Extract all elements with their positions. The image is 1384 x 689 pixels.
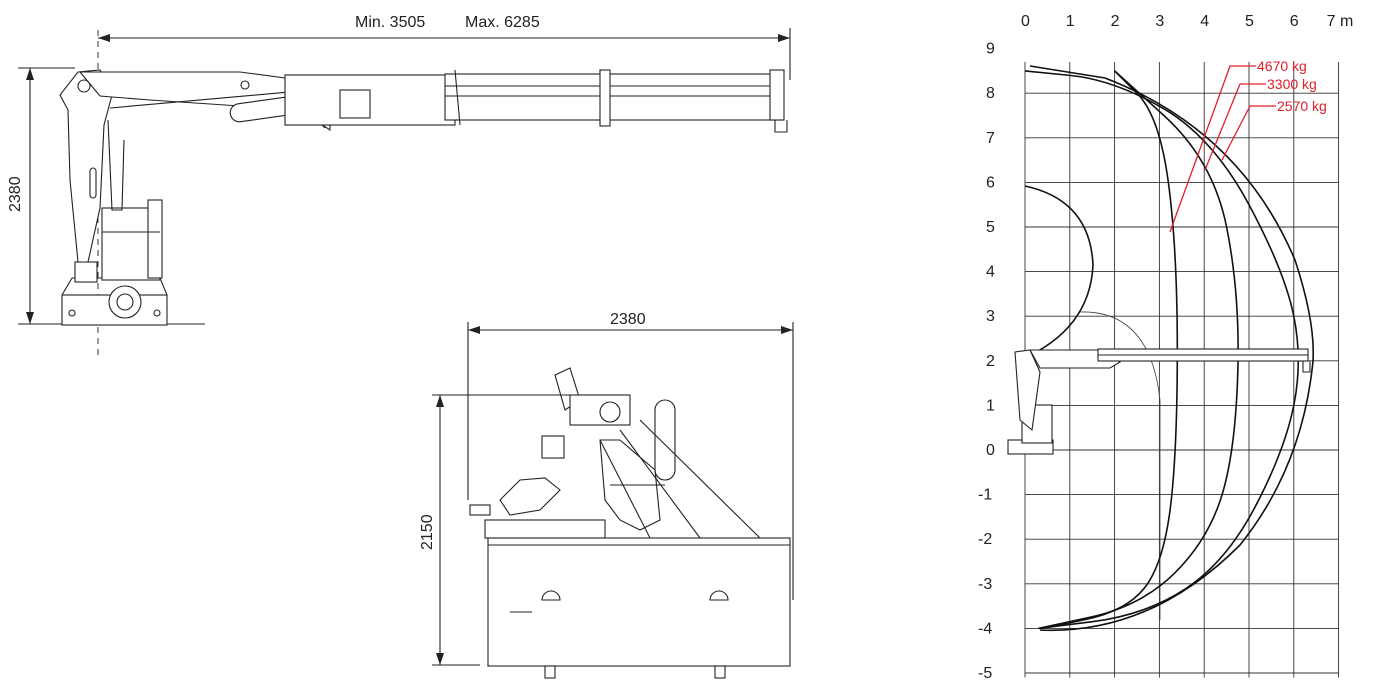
y-tick-label: 4 [986, 264, 995, 281]
x-tick-label: 5 [1245, 13, 1254, 30]
load-curve-line [1038, 70, 1239, 630]
load-labels: 4670 kg 3300 kg 2570 kg [1169, 58, 1327, 233]
rear-view: 2380 2150 [419, 311, 794, 679]
max-label: Max. 6285 [465, 14, 540, 31]
y-tick-label: 0 [986, 442, 995, 459]
chart-grid [1024, 61, 1340, 678]
arrow-right [778, 34, 790, 42]
load-leader-line [1169, 65, 1231, 233]
outer-envelope [1029, 65, 1315, 632]
arrow-left [468, 326, 480, 334]
arrow-bottom [26, 312, 34, 324]
y-tick-label: 2 [986, 353, 995, 370]
arrow-left [98, 34, 110, 42]
inner-sweep-arc [1019, 185, 1094, 361]
y-tick-label: -2 [978, 531, 992, 548]
x-tick-label: 3 [1155, 13, 1164, 30]
y-tick-label: 5 [986, 219, 995, 236]
x-tick-label: 2 [1111, 13, 1120, 30]
chart-crane-drawing [1007, 348, 1311, 455]
x-tick-label: 1 [1066, 13, 1075, 30]
height-label: 2380 [7, 176, 24, 212]
y-tick-label: -3 [978, 576, 992, 593]
x-tick-label: 4 [1200, 13, 1209, 30]
side-view: Min. 3505 Max. 6285 2380 [7, 14, 791, 355]
x-tick-label: 7 m [1327, 13, 1354, 30]
arrow-top [26, 68, 34, 80]
y-axis-ticks: 9 8 7 6 5 4 3 2 1 0 -1 -2 -3 -4 -5 [978, 41, 995, 682]
load-label: 3300 kg [1267, 76, 1317, 92]
y-tick-label: 1 [986, 397, 995, 414]
x-axis-ticks: 0 1 2 3 4 5 6 7 m [1021, 13, 1353, 30]
y-tick-label: -1 [978, 487, 992, 504]
crane-column-drawing [59, 69, 125, 263]
arrow-bottom [436, 653, 444, 665]
y-tick-label: 9 [986, 41, 995, 58]
min-label: Min. 3505 [355, 14, 425, 31]
crane-base-drawing [61, 199, 168, 326]
y-tick-label: -5 [978, 665, 992, 682]
load-curve-line [1024, 70, 1300, 630]
width-label: 2380 [610, 311, 646, 328]
x-tick-label: 6 [1290, 13, 1299, 30]
load-leader-line [1204, 83, 1241, 171]
crane-boom-drawing [78, 69, 788, 133]
y-tick-label: 8 [986, 85, 995, 102]
y-tick-label: 7 [986, 130, 995, 147]
arrow-right [781, 326, 793, 334]
y-tick-label: 6 [986, 174, 995, 191]
secondary-arc [1079, 311, 1161, 620]
reach-chart: 0 1 2 3 4 5 6 7 m 9 8 7 6 5 4 3 2 1 0 -1 -2 -3 -4 -5 4670 kg 3… [978, 13, 1353, 682]
height-label: 2150 [419, 514, 436, 550]
x-tick-label: 0 [1021, 13, 1030, 30]
load-label: 4670 kg [1257, 58, 1307, 74]
y-tick-label: -4 [978, 620, 992, 637]
rear-body-drawing [469, 367, 791, 679]
load-label: 2570 kg [1277, 98, 1327, 114]
arrow-top [436, 395, 444, 407]
y-tick-label: 3 [986, 308, 995, 325]
load-leader-line [1221, 105, 1251, 161]
